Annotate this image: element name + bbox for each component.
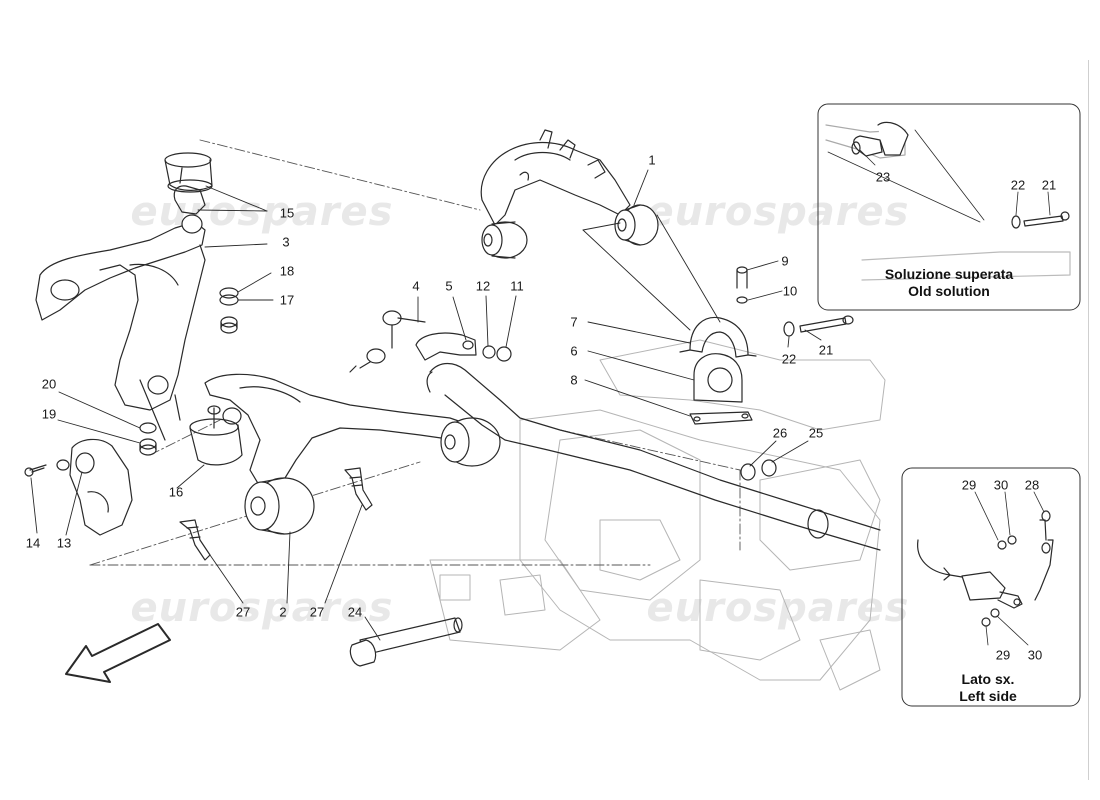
leader-lines xyxy=(30,169,822,641)
bolt-9 xyxy=(736,266,748,304)
watermark: eurospares xyxy=(646,189,910,235)
callout-18: 18 xyxy=(279,263,295,279)
callout-2: 2 xyxy=(279,604,287,620)
inset-left-caption-it: Lato sx. xyxy=(961,671,1015,687)
callout-9: 9 xyxy=(781,253,789,269)
callout-20: 20 xyxy=(41,376,57,392)
inset-old-caption-en: Old solution xyxy=(908,283,990,299)
callout-4: 4 xyxy=(412,278,420,294)
inset-left-caption-en: Left side xyxy=(959,688,1017,704)
callout-6: 6 xyxy=(570,343,578,359)
callout-3: 3 xyxy=(282,234,290,250)
callout-25: 25 xyxy=(808,425,824,441)
inset-left-callout-30: 30 xyxy=(993,477,1009,493)
stabilizer-bar xyxy=(426,362,881,551)
subframe-outline xyxy=(429,339,886,691)
callout-27: 27 xyxy=(235,604,251,620)
watermark: eurospares xyxy=(646,585,910,631)
construction-lines xyxy=(89,139,741,566)
callout-21: 21 xyxy=(818,342,834,358)
watermark: eurospares xyxy=(130,585,394,631)
inset-left-caption: Lato sx. Left side xyxy=(959,671,1017,705)
clips-27 xyxy=(179,467,373,561)
callout-16: 16 xyxy=(168,484,184,500)
inset-left-callout-29: 29 xyxy=(995,647,1011,663)
bolt-24 xyxy=(349,617,463,667)
callout-5: 5 xyxy=(445,278,453,294)
callout-11: 11 xyxy=(510,278,524,294)
direction-arrow xyxy=(65,623,171,683)
callout-26: 26 xyxy=(772,425,788,441)
inset-old-callout-22: 22 xyxy=(1010,177,1026,193)
bracket-13 xyxy=(24,438,133,536)
inset-old-callout-21: 21 xyxy=(1041,177,1057,193)
page-edge-line xyxy=(1088,60,1089,780)
callout-7: 7 xyxy=(570,314,578,330)
nuts-washers xyxy=(139,287,239,456)
bushing-6 xyxy=(693,353,743,403)
callout-12: 12 xyxy=(475,278,491,294)
callout-10: 10 xyxy=(782,283,798,299)
callout-15: 15 xyxy=(279,205,295,221)
lower-control-arm xyxy=(204,373,501,535)
callout-14: 14 xyxy=(25,535,41,551)
callout-27: 27 xyxy=(309,604,325,620)
bracket-8 xyxy=(689,411,753,425)
callout-1: 1 xyxy=(648,152,656,168)
callout-22: 22 xyxy=(781,351,797,367)
inset-left-callout-30: 30 xyxy=(1027,647,1043,663)
callout-24: 24 xyxy=(347,604,363,620)
inset-left-callout-29: 29 xyxy=(961,477,977,493)
bar-clamp-7 xyxy=(679,316,757,358)
inset-old-caption: Soluzione superata Old solution xyxy=(885,266,1013,300)
clamp-15 xyxy=(164,152,213,193)
inset-left-callout-28: 28 xyxy=(1024,477,1040,493)
inset-old-solution-frame xyxy=(817,103,1081,311)
callout-17: 17 xyxy=(279,292,295,308)
steering-knuckle xyxy=(35,185,206,441)
upper-control-arm xyxy=(480,129,659,259)
callout-8: 8 xyxy=(570,372,578,388)
inset-old-callout-23: 23 xyxy=(875,169,891,185)
bushing-26 xyxy=(740,459,777,481)
stabilizer-link xyxy=(349,310,512,373)
ball-joint-16 xyxy=(189,405,243,466)
callout-13: 13 xyxy=(56,535,72,551)
inset-old-caption-it: Soluzione superata xyxy=(884,266,1014,282)
inset-left-side-frame xyxy=(901,467,1081,707)
callout-19: 19 xyxy=(41,406,57,422)
bolt-21 xyxy=(783,315,854,337)
